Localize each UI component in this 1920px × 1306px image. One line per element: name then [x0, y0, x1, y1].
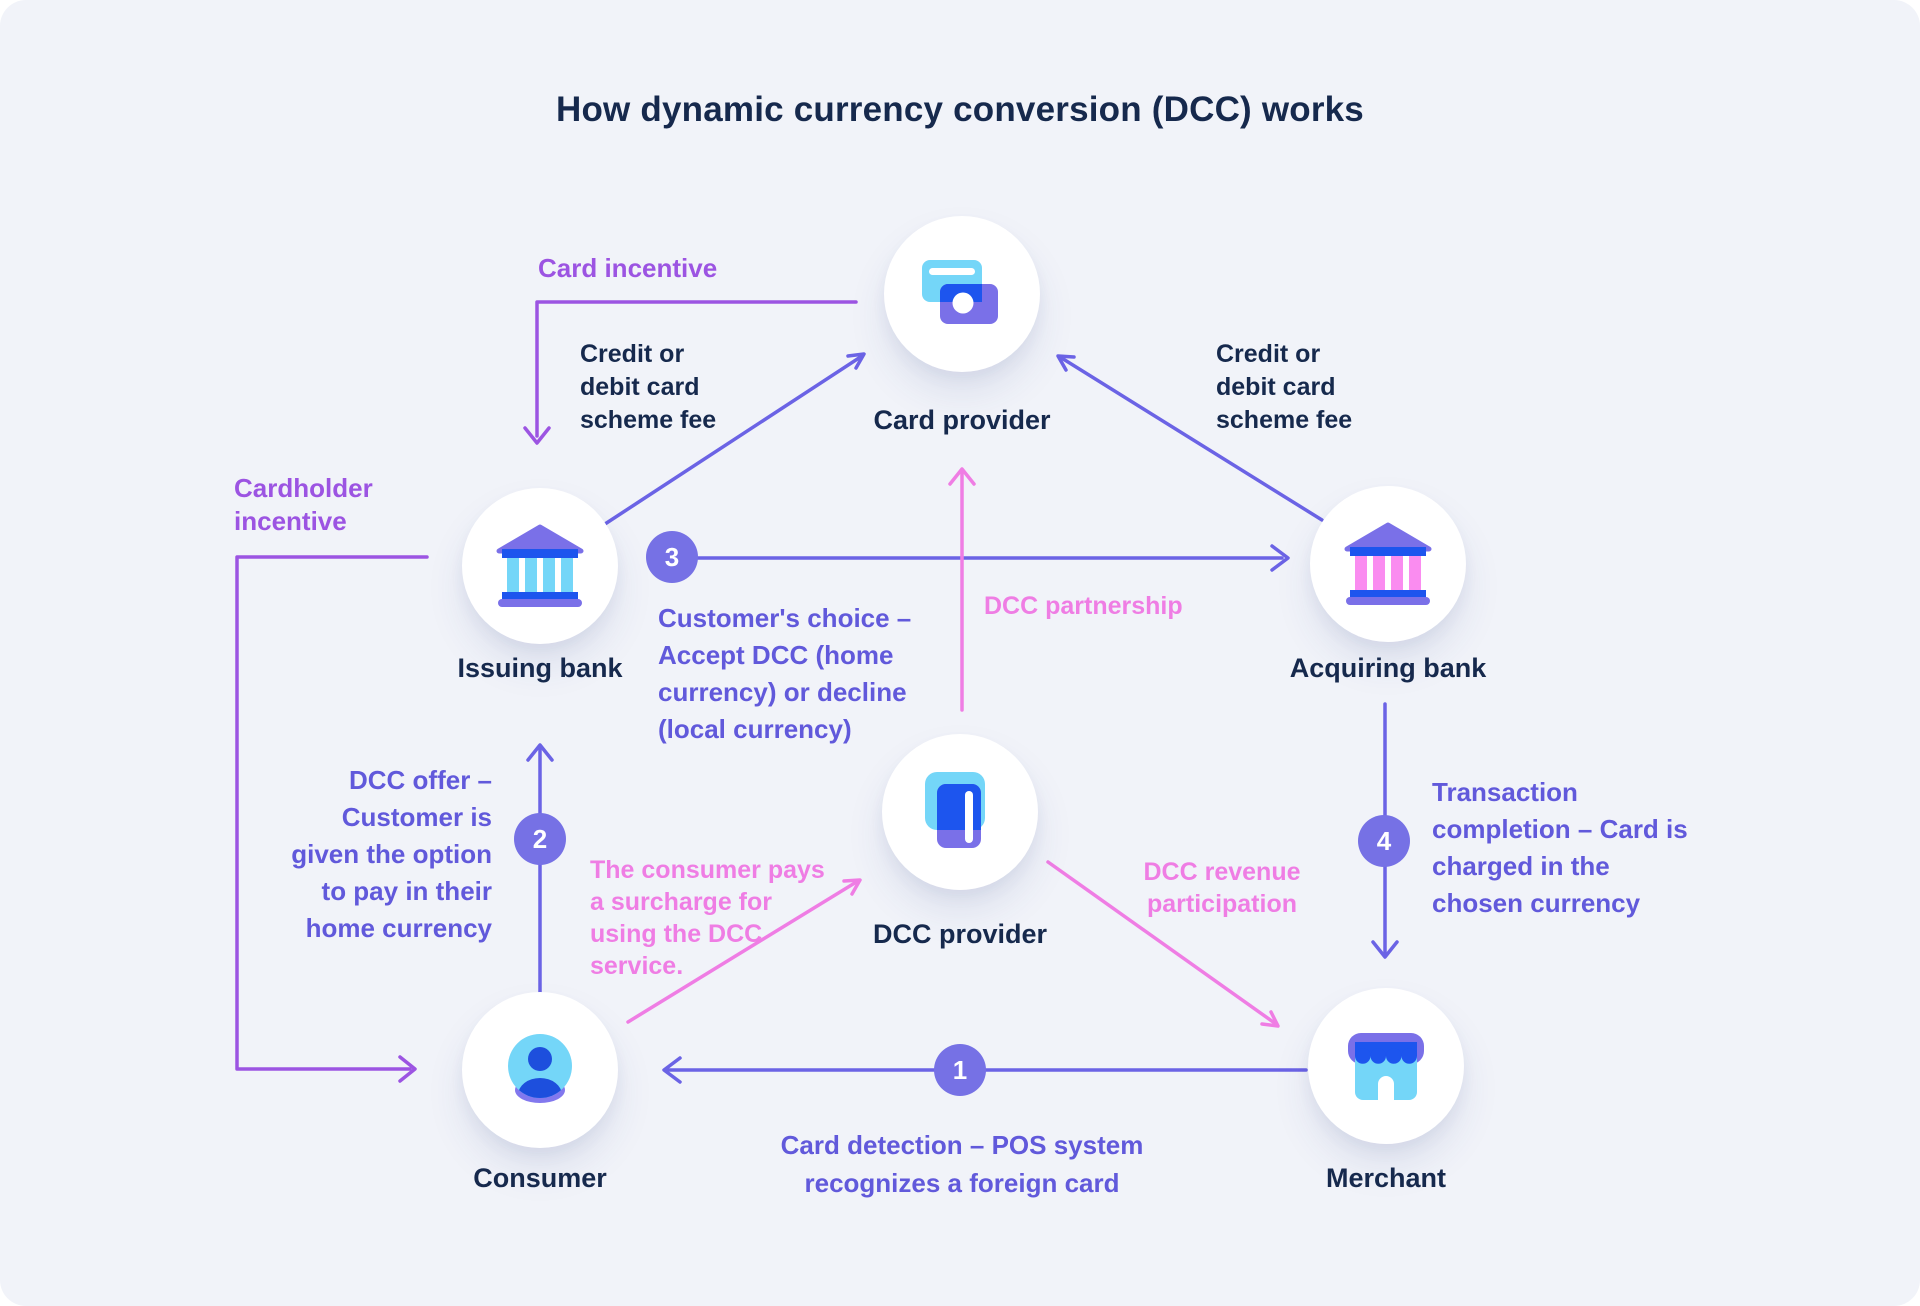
node-dcc-provider	[882, 734, 1038, 890]
storefront-icon	[1348, 1033, 1424, 1100]
step3-text: Customer's choice – Accept DCC (home cur…	[658, 603, 912, 744]
cardholder-incentive-arrow	[235, 555, 429, 1083]
step-number: 1	[952, 1054, 968, 1085]
cardholder-incentive-label: Cardholder incentive	[234, 473, 373, 536]
bank-icon	[496, 524, 584, 607]
node-merchant	[1308, 988, 1464, 1144]
credit-cards-icon	[922, 260, 998, 324]
step2-arrow	[526, 743, 554, 994]
step1-text: Card detection – POS system recognizes a…	[780, 1130, 1144, 1198]
card-incentive-label: Card incentive	[538, 253, 718, 283]
dcc-revenue-label: DCC revenue participation	[1143, 858, 1301, 918]
dcc-partnership-arrow	[948, 467, 976, 712]
acquiring-to-cardprovider-arrow	[1056, 354, 1324, 522]
step-number: 4	[1376, 825, 1392, 856]
scheme-fee-left-label: Credit or debit card scheme fee	[580, 340, 717, 434]
node-acquiring-bank	[1310, 486, 1466, 642]
consumer-surcharge-arrow	[626, 878, 862, 1024]
consumer-label: Consumer	[473, 1163, 607, 1193]
node-consumer	[462, 992, 618, 1148]
step3-arrow	[696, 544, 1290, 572]
person-icon	[508, 1034, 572, 1103]
step-circle-4: 4	[1358, 815, 1410, 867]
issuing-bank-label: Issuing bank	[457, 653, 623, 683]
step2-text: DCC offer – Customer is given the option…	[291, 765, 492, 943]
acquiring-bank-label: Acquiring bank	[1289, 653, 1487, 683]
dcc-revenue-arrow	[1046, 860, 1280, 1028]
page-title: How dynamic currency conversion (DCC) wo…	[556, 90, 1364, 129]
node-issuing-bank	[462, 488, 618, 644]
node-card-provider	[884, 216, 1040, 372]
scheme-fee-right-label: Credit or debit card scheme fee	[1216, 340, 1353, 434]
card-provider-label: Card provider	[873, 405, 1051, 435]
step-circle-3: 3	[646, 531, 698, 583]
merchant-label: Merchant	[1325, 1163, 1447, 1193]
step4-text: Transaction completion – Card is charged…	[1432, 777, 1688, 918]
bank-icon	[1344, 522, 1432, 605]
step-circle-1: 1	[934, 1044, 986, 1096]
step-circle-2: 2	[514, 813, 566, 865]
step1-arrow	[662, 1056, 1308, 1084]
dcc-provider-label: DCC provider	[872, 919, 1048, 949]
dcc-partnership-label: DCC partnership	[984, 592, 1183, 620]
card-incentive-arrow	[523, 300, 858, 445]
payment-terminal-icon	[925, 772, 985, 848]
consumer-surcharge-label: The consumer pays a surcharge for using …	[590, 856, 825, 980]
issuing-to-cardprovider-arrow	[603, 352, 866, 526]
step-number: 2	[532, 823, 548, 854]
step-number: 3	[664, 541, 680, 572]
